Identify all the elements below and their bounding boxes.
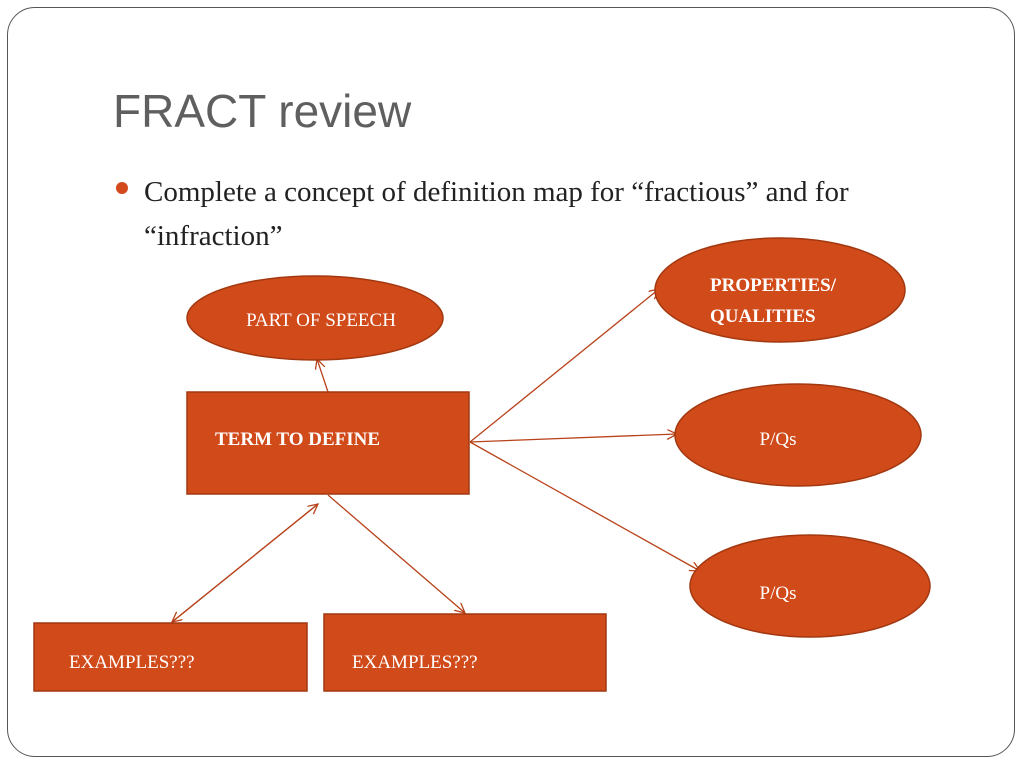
pq-node-1: P/Qs: [674, 383, 922, 487]
part-of-speech-label: PART OF SPEECH: [246, 310, 396, 331]
arrow-to-part-of-speech: [317, 359, 329, 393]
example-label-2: EXAMPLES???: [352, 652, 478, 673]
arrow-to-example-2: [327, 494, 465, 613]
properties-label-line2: QUALITIES: [710, 306, 816, 327]
example-node-2: EXAMPLES???: [323, 613, 607, 692]
properties-node: PROPERTIES/ QUALITIES: [654, 237, 906, 343]
properties-label-line1: PROPERTIES/: [710, 275, 837, 296]
pq-node-2: P/Qs: [689, 534, 931, 638]
arrow-example-1-to-term: [171, 504, 318, 623]
arrow-to-pq-2: [469, 441, 700, 571]
pq-label-1: P/Qs: [760, 429, 797, 450]
arrow-to-properties: [469, 289, 659, 443]
example-node-1: EXAMPLES???: [33, 622, 308, 692]
example-label-1: EXAMPLES???: [69, 652, 195, 673]
slide-title: FRACT review: [113, 85, 412, 137]
term-to-define-node: TERM TO DEFINE: [186, 391, 470, 495]
arrow-to-pq-1: [469, 434, 677, 443]
part-of-speech-node: PART OF SPEECH: [186, 275, 444, 361]
bullet-text: Complete a concept of definition map for…: [144, 176, 849, 252]
pq-label-2: P/Qs: [760, 583, 797, 604]
bullet-dot: [116, 182, 128, 194]
term-to-define-label: TERM TO DEFINE: [215, 429, 380, 450]
